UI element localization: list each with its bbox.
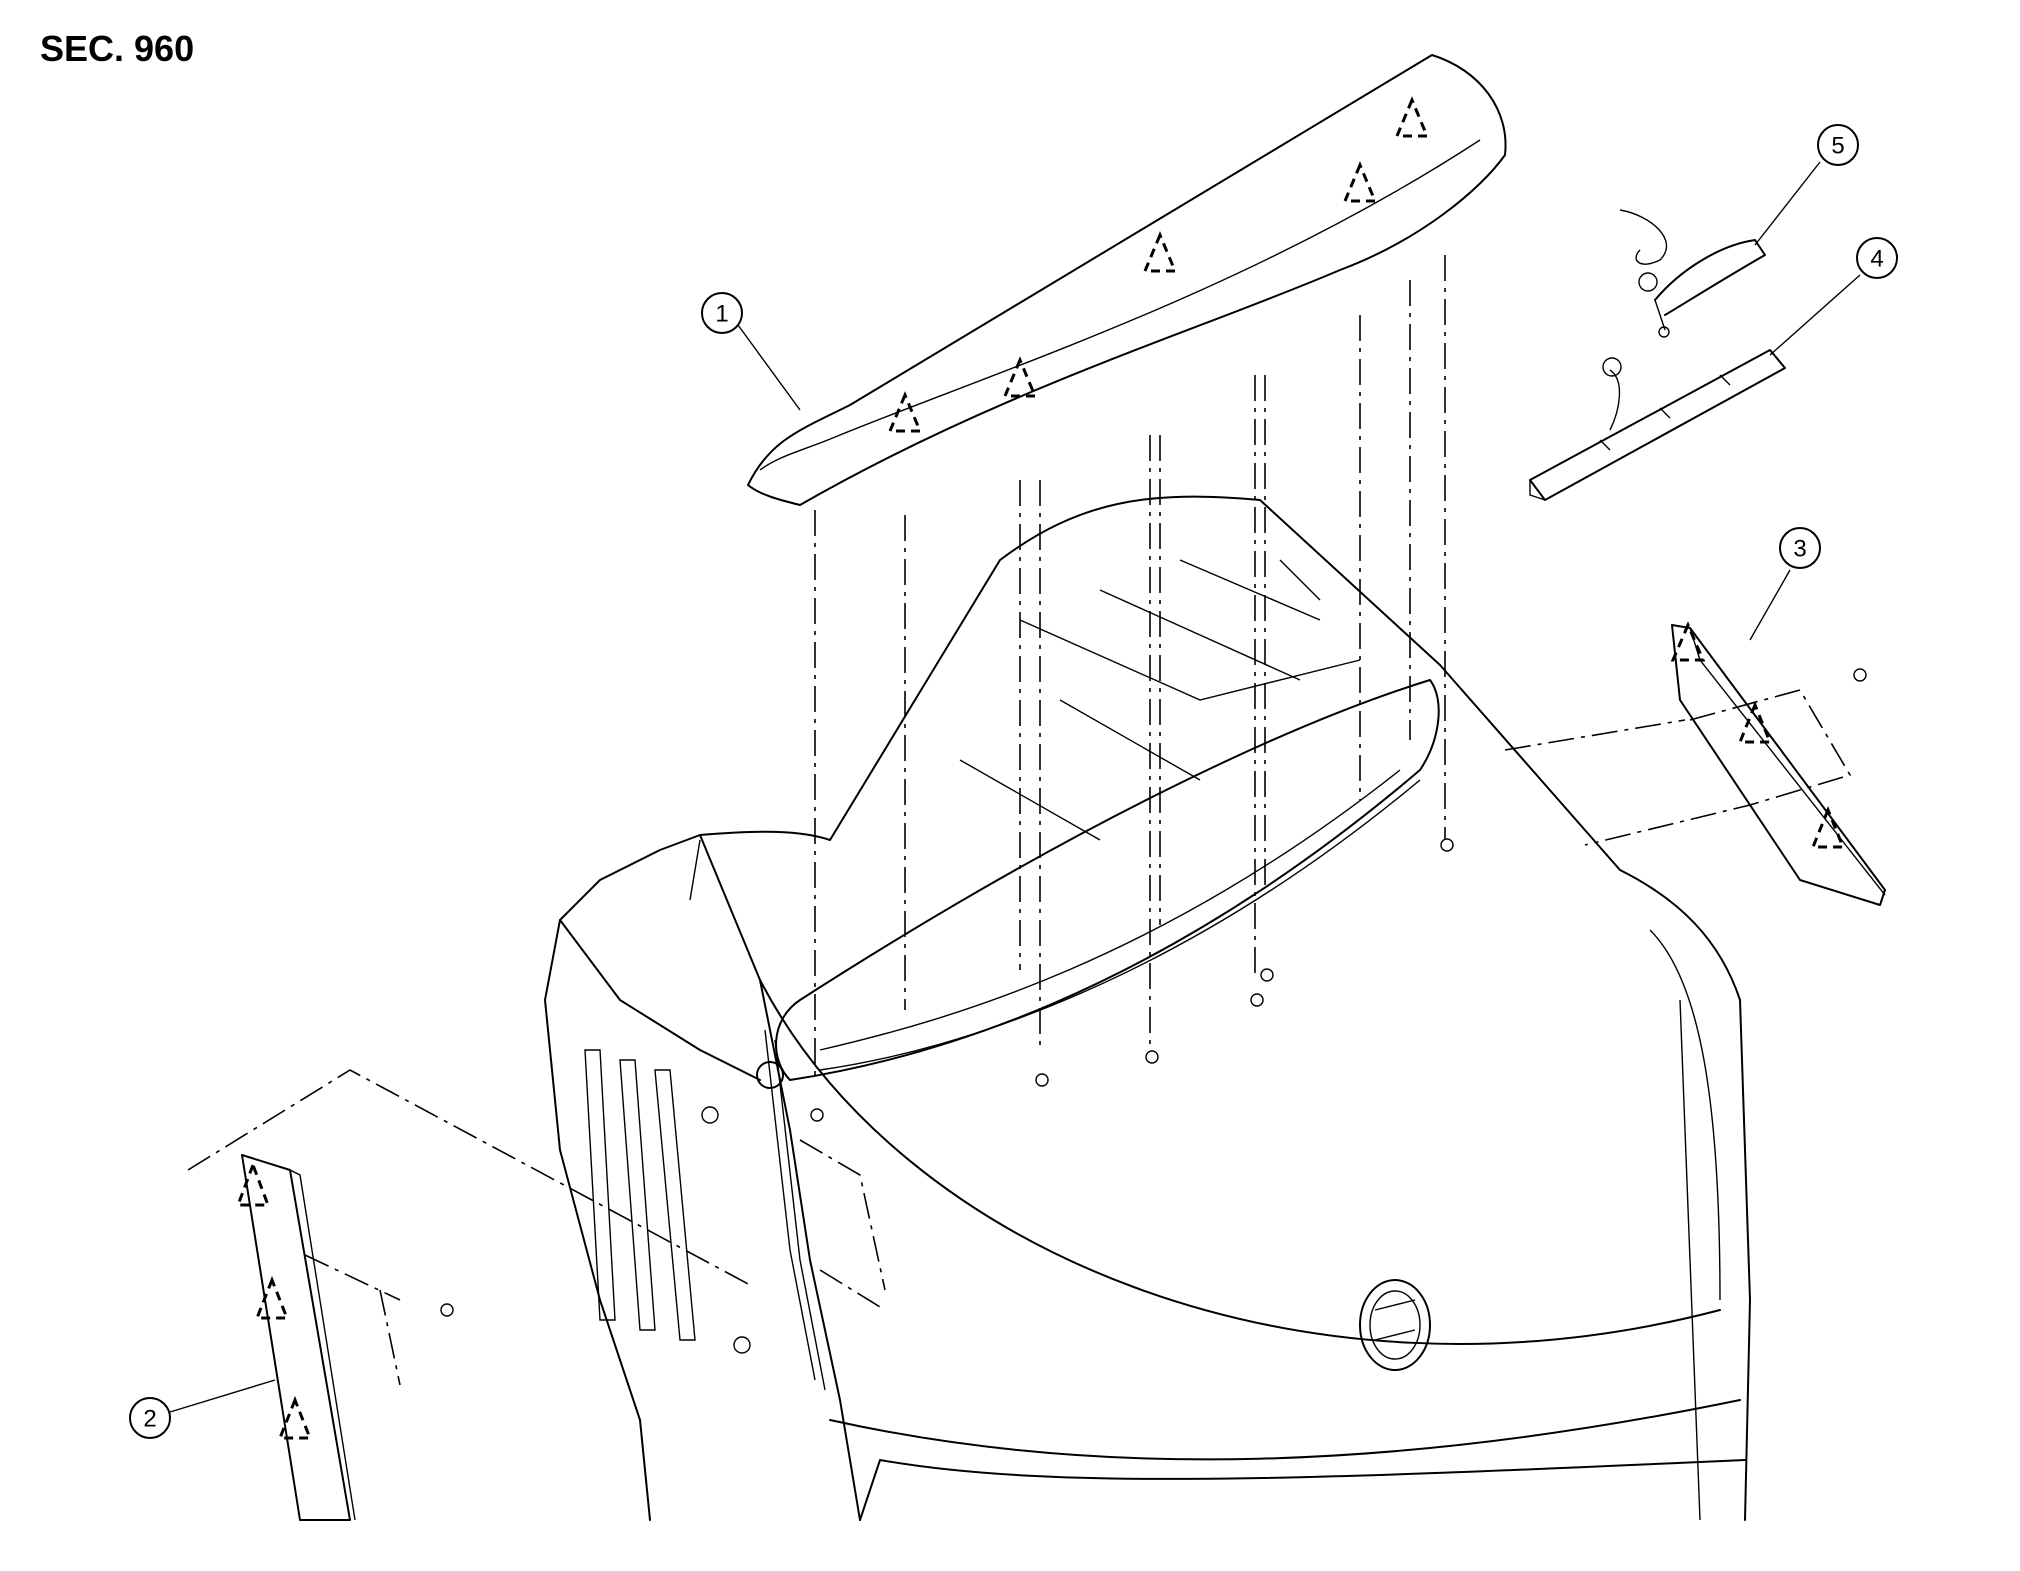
clip-mark-icon bbox=[887, 391, 923, 433]
clip-mark-icon bbox=[1002, 356, 1038, 398]
clip-mark-icon bbox=[1394, 96, 1430, 138]
clip-mark-icon bbox=[1737, 701, 1773, 744]
callout-4: 4 bbox=[1769, 237, 1898, 356]
clip-mark-icon bbox=[1142, 231, 1178, 273]
callout-number: 1 bbox=[715, 301, 728, 328]
clip-mark-icon bbox=[1810, 806, 1846, 849]
alignment-lines bbox=[810, 255, 1454, 1122]
harness bbox=[1619, 209, 1766, 338]
section-label: SEC. 960 bbox=[40, 28, 195, 69]
clip-mark-icon bbox=[277, 1395, 313, 1440]
callout-number: 3 bbox=[1793, 536, 1806, 563]
stop-lamp bbox=[1529, 349, 1786, 501]
callout-3: 3 bbox=[1749, 527, 1821, 641]
rear-spoiler bbox=[747, 54, 1507, 506]
clip-mark-icon bbox=[1342, 161, 1378, 203]
callout-number: 2 bbox=[143, 1406, 156, 1433]
right-side-garnish bbox=[1504, 621, 1886, 906]
callout-number: 5 bbox=[1831, 133, 1844, 160]
emblem-icon bbox=[1359, 1279, 1431, 1371]
callout-5: 5 bbox=[1754, 124, 1859, 246]
clip-mark-icon bbox=[254, 1275, 290, 1320]
callout-2: 2 bbox=[129, 1379, 276, 1439]
callout-1: 1 bbox=[701, 292, 801, 411]
clip-mark-icon bbox=[235, 1160, 271, 1207]
left-side-garnish bbox=[187, 1069, 886, 1521]
trunk-lid-body bbox=[544, 495, 1751, 1521]
callout-number: 4 bbox=[1870, 246, 1883, 273]
clip-mark-icon bbox=[1670, 621, 1706, 662]
